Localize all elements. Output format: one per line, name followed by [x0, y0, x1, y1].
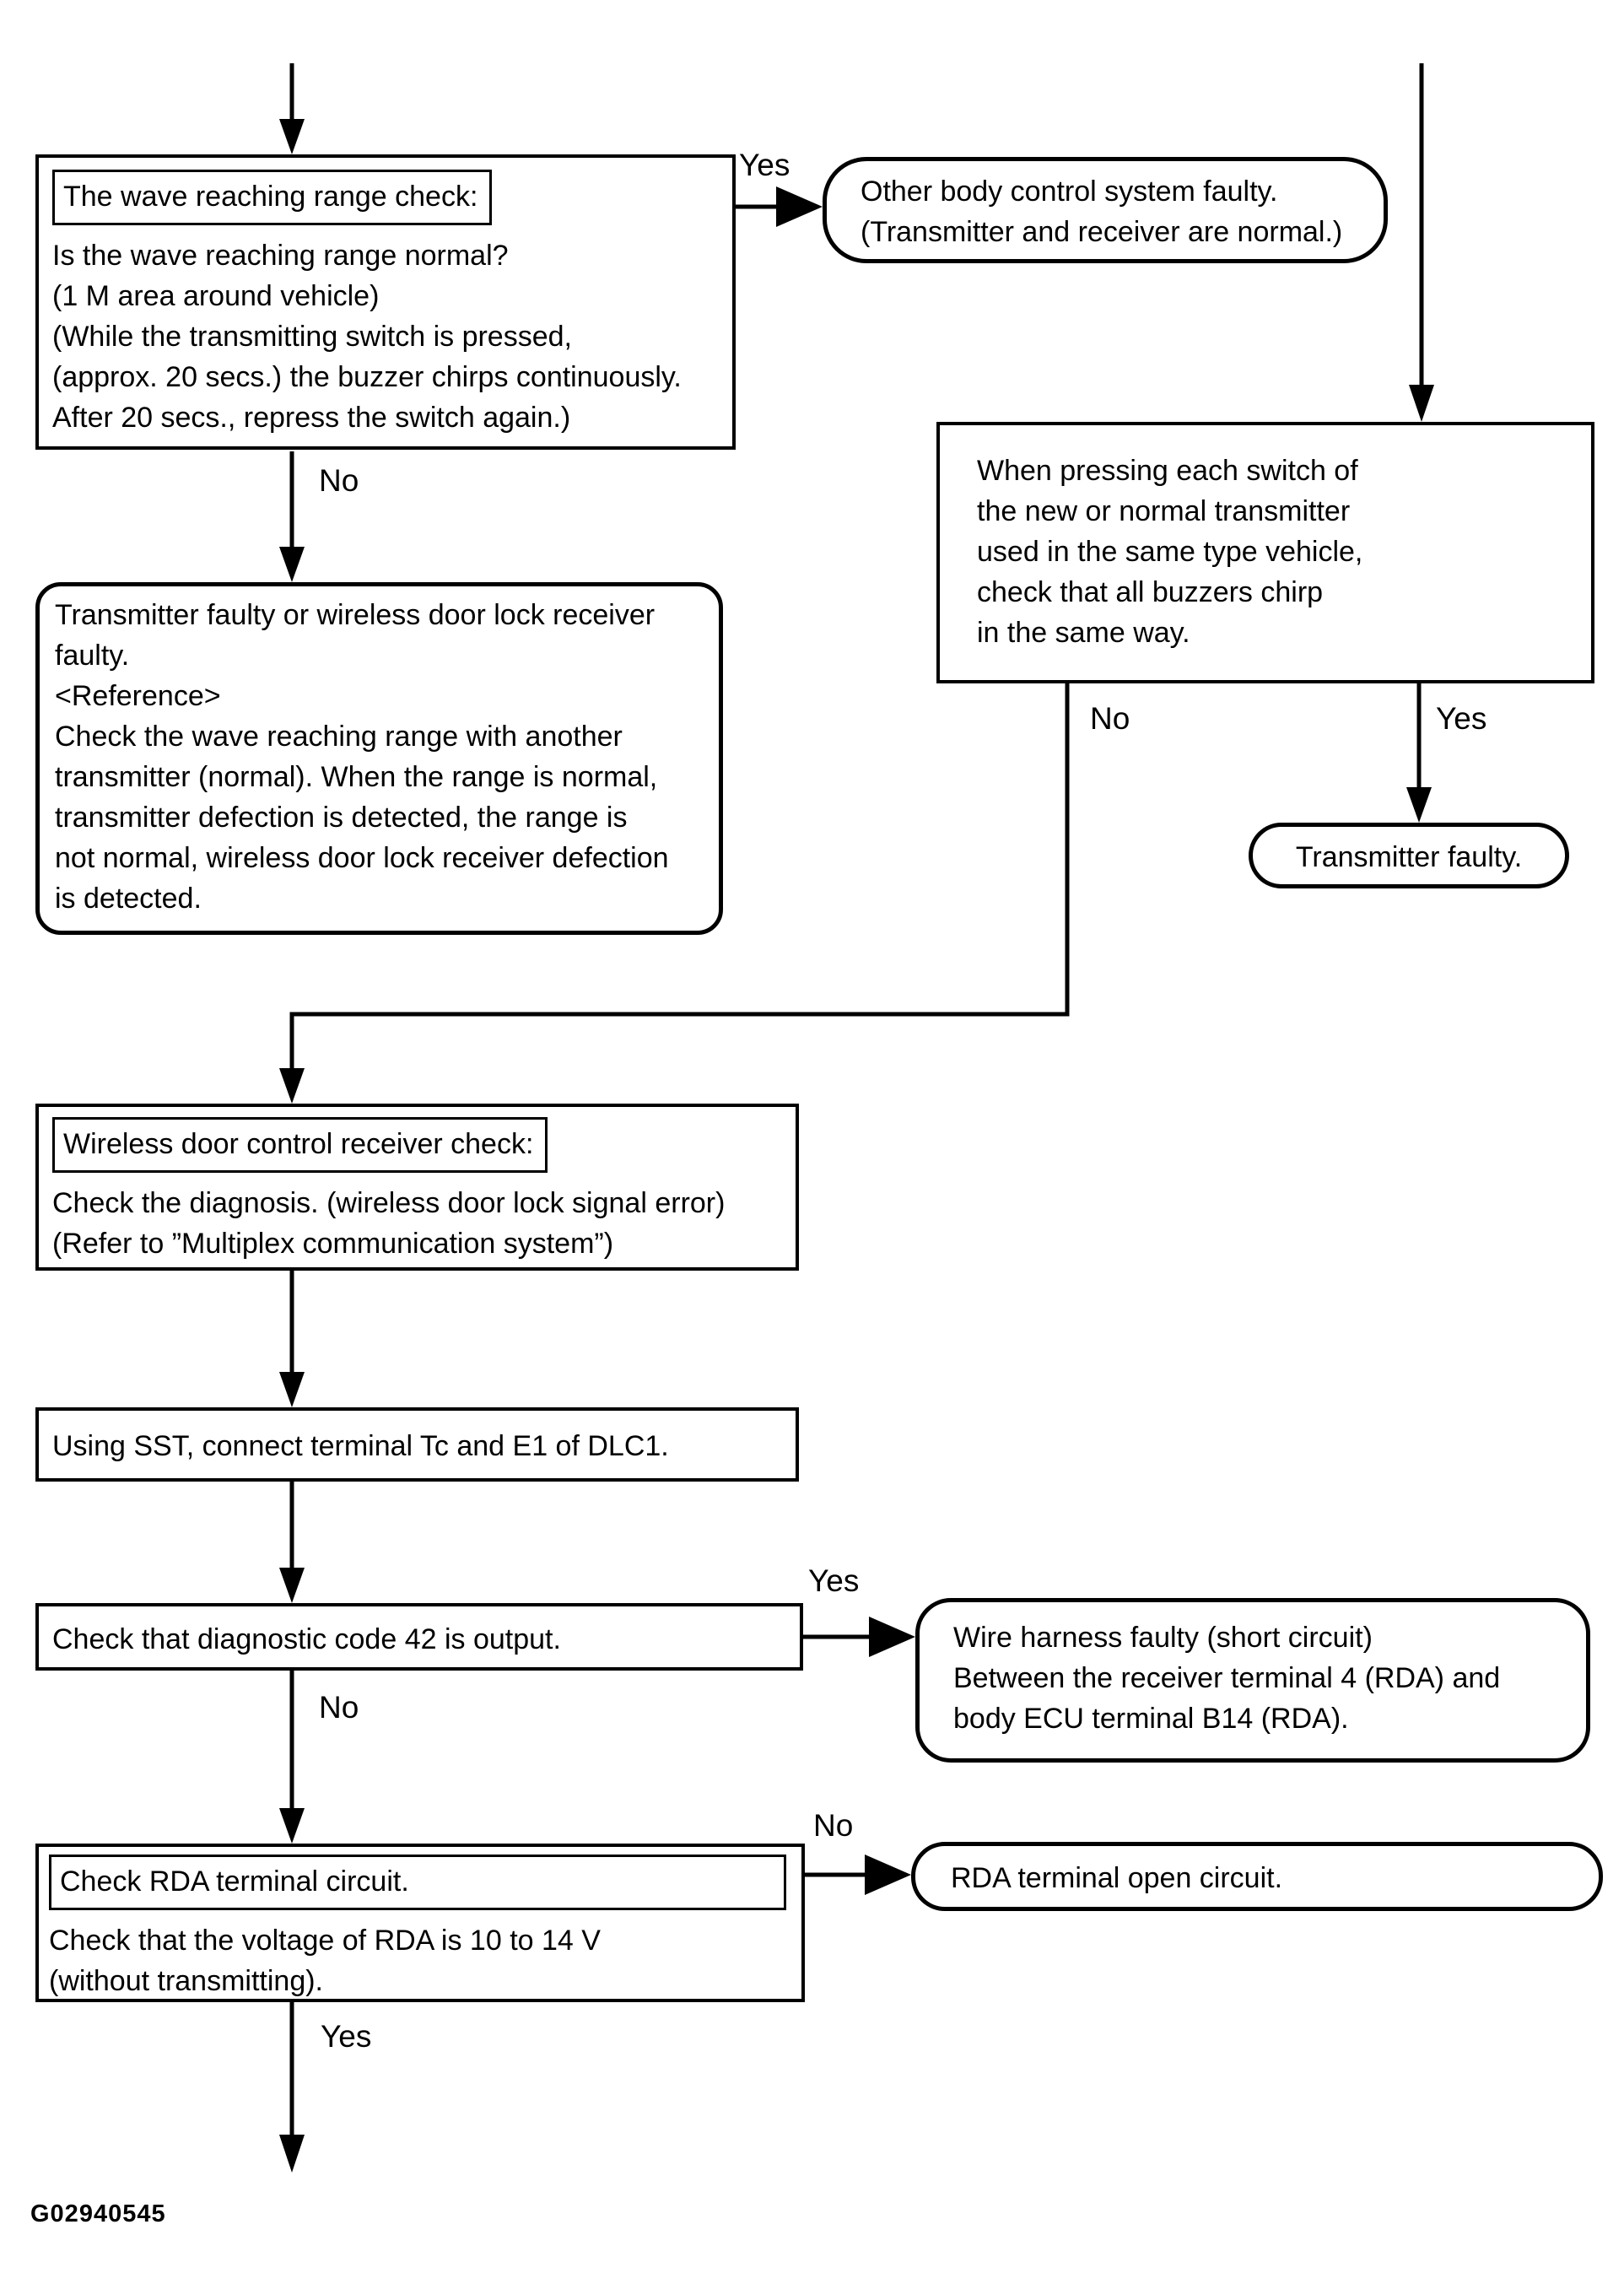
edge-label-code42-no: No	[319, 1690, 359, 1725]
node-rda-open-circuit-body: RDA terminal open circuit.	[951, 1862, 1283, 1894]
node-wave-range-check: The wave reaching range check: Is the wa…	[35, 154, 736, 450]
node-transmitter-faulty-body: Transmitter faulty.	[1295, 841, 1523, 873]
node-press-each-switch-body: When pressing each switch of the new or …	[977, 455, 1363, 649]
edge-label-switch-no: No	[1090, 701, 1130, 736]
arrowhead-rda-no	[865, 1855, 911, 1895]
edge-label-rda-yes: Yes	[321, 2019, 372, 2054]
node-connect-sst-body: Using SST, connect terminal Tc and E1 of…	[52, 1430, 669, 1462]
node-rda-check-title: Check RDA terminal circuit.	[49, 1855, 786, 1910]
node-wave-range-check-body: Is the wave reaching range normal? (1 M …	[52, 240, 682, 434]
node-wave-range-check-title: The wave reaching range check:	[52, 170, 493, 225]
figure-id-label: G02940545	[30, 2200, 166, 2227]
edge-label-rda-no: No	[813, 1808, 854, 1843]
spacer	[49, 1910, 791, 1920]
node-rda-open-circuit: RDA terminal open circuit.	[911, 1842, 1603, 1911]
edge-label-wave-no: No	[319, 463, 359, 498]
node-receiver-check-title: Wireless door control receiver check:	[52, 1117, 548, 1173]
node-code42-check-body: Check that diagnostic code 42 is output.	[52, 1623, 561, 1655]
node-code42-check: Check that diagnostic code 42 is output.	[35, 1603, 803, 1671]
node-wire-harness-faulty: Wire harness faulty (short circuit) Betw…	[915, 1598, 1590, 1763]
arrowhead-switch-no	[279, 1068, 305, 1104]
node-wire-harness-faulty-body: Wire harness faulty (short circuit) Betw…	[953, 1622, 1501, 1735]
node-receiver-check-body: Check the diagnosis. (wireless door lock…	[52, 1187, 726, 1260]
node-rda-check: Check RDA terminal circuit. Check that t…	[35, 1844, 805, 2002]
node-other-body-control: Other body control system faulty. (Trans…	[823, 157, 1388, 263]
edge-label-switch-yes: Yes	[1436, 701, 1487, 736]
node-press-each-switch: When pressing each switch of the new or …	[936, 422, 1594, 683]
node-receiver-check: Wireless door control receiver check: Ch…	[35, 1104, 799, 1271]
arrowhead-switch-yes	[1406, 787, 1432, 823]
arrowhead-wave-no	[279, 547, 305, 582]
spacer	[52, 1173, 782, 1183]
node-other-body-control-body: Other body control system faulty. (Trans…	[861, 175, 1343, 248]
edge-label-code42-yes: Yes	[808, 1563, 860, 1598]
node-transmitter-or-receiver-faulty-body: Transmitter faulty or wireless door lock…	[55, 599, 669, 915]
node-transmitter-or-receiver-faulty: Transmitter faulty or wireless door lock…	[35, 582, 723, 935]
arrowhead-receiver-to-sst	[279, 1372, 305, 1407]
node-rda-check-body: Check that the voltage of RDA is 10 to 1…	[49, 1925, 601, 1997]
arrowhead-wave-yes	[776, 186, 823, 227]
arrowhead-entry-left	[279, 119, 305, 154]
arrowhead-entry-right	[1409, 385, 1434, 422]
spacer	[52, 225, 719, 235]
node-connect-sst: Using SST, connect terminal Tc and E1 of…	[35, 1407, 799, 1482]
edge-label-wave-yes: Yes	[739, 148, 790, 182]
arrowhead-code42-yes	[869, 1617, 915, 1657]
node-transmitter-faulty: Transmitter faulty.	[1249, 823, 1569, 888]
arrowhead-rda-yes	[279, 2135, 305, 2173]
arrowhead-sst-to-code42	[279, 1568, 305, 1603]
arrowhead-code42-no	[279, 1808, 305, 1844]
